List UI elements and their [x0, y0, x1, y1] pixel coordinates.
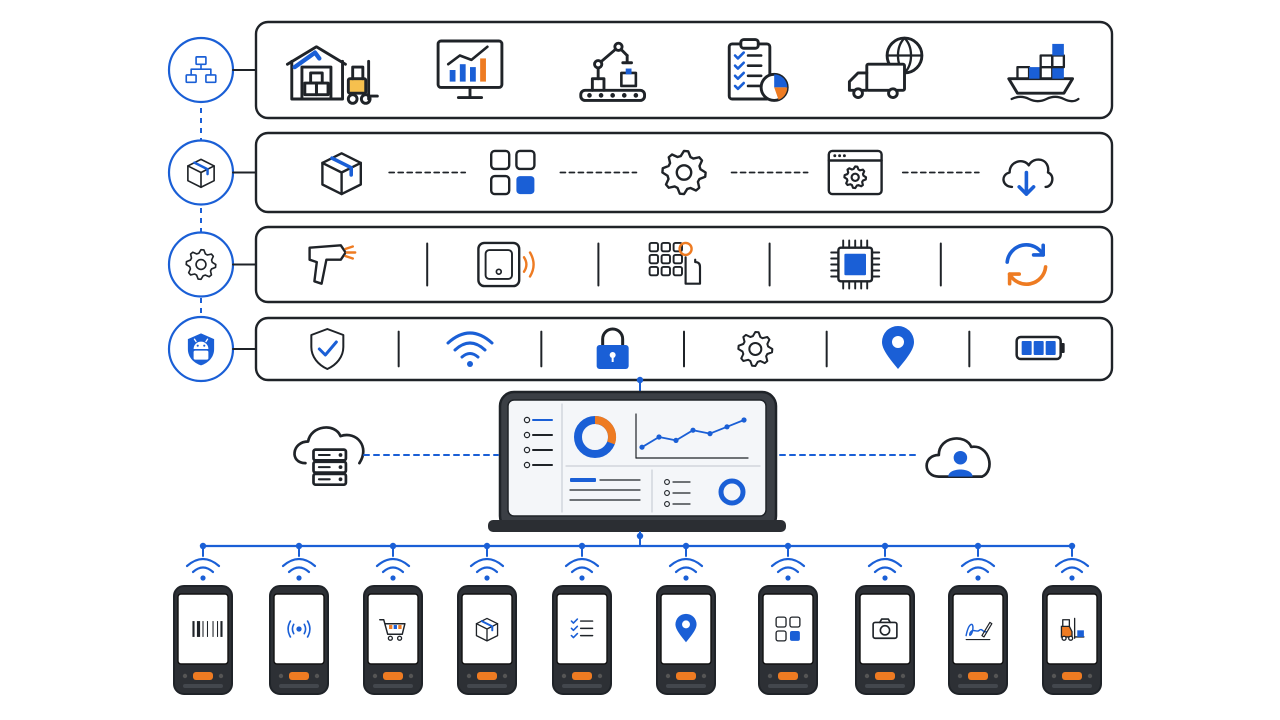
- handheld-device: [1042, 542, 1102, 695]
- handheld-device: [363, 542, 423, 695]
- checklist-clipboard-icon: [727, 38, 789, 102]
- gear-icon: [185, 248, 217, 281]
- browser-settings-icon: [827, 149, 883, 196]
- scan-button: [968, 672, 988, 680]
- scan-button: [572, 672, 592, 680]
- android-shield-icon: [187, 333, 215, 366]
- hub-section: [293, 376, 991, 532]
- handheld-device: [173, 542, 233, 695]
- location-pin-icon: [882, 326, 914, 369]
- signature-icon: [965, 621, 993, 641]
- wifi-signal-icon: [770, 557, 806, 581]
- handheld-screen: [952, 593, 1004, 665]
- handheld-device: [656, 542, 716, 695]
- scan-button: [383, 672, 403, 680]
- scan-button: [778, 672, 798, 680]
- barcode-scanner-icon: [308, 244, 357, 285]
- wifi-signal-icon: [867, 557, 903, 581]
- forklift-icon: [1060, 617, 1085, 641]
- wifi-signal-icon: [375, 557, 411, 581]
- app-grid-icon: [775, 616, 801, 642]
- wifi-signal-icon: [185, 557, 221, 581]
- scan-button: [477, 672, 497, 680]
- barcode-icon: [192, 621, 223, 637]
- wifi-signal-icon: [469, 557, 505, 581]
- handheld-device: [948, 542, 1008, 695]
- user-cloud-icon: [925, 437, 991, 478]
- package-icon: [475, 617, 499, 642]
- scan-button: [676, 672, 696, 680]
- handheld-screen: [367, 593, 419, 665]
- handheld-screen: [762, 593, 814, 665]
- layer-software-services: [167, 131, 1114, 214]
- layer-stack: [167, 20, 1114, 383]
- camera-icon: [872, 618, 898, 640]
- wifi-icon: [446, 331, 494, 367]
- server-cloud-icon: [293, 426, 365, 487]
- analytics-monitor-icon: [436, 39, 504, 100]
- delivery-truck-globe-icon: [847, 36, 924, 100]
- wifi-signal-icon: [960, 557, 996, 581]
- handheld-screen: [1046, 593, 1098, 665]
- package-icon: [321, 152, 362, 196]
- nfc-reader-icon: [477, 241, 535, 288]
- junction-dot: [636, 376, 644, 384]
- layer-panel: [254, 131, 1114, 214]
- line-chart: [635, 413, 749, 459]
- rugged-tablet: [488, 390, 786, 532]
- touch-keypad-icon: [648, 241, 702, 285]
- layer-panel: [254, 225, 1114, 304]
- layer-android-platform: [167, 315, 1114, 383]
- checklist-icon: [570, 618, 594, 639]
- scan-button: [1062, 672, 1082, 680]
- battery-icon: [1015, 335, 1065, 361]
- lock-icon: [596, 327, 629, 369]
- layer-device-capabilities: [167, 225, 1114, 304]
- handheld-fleet: [173, 531, 1102, 695]
- handheld-device: [758, 542, 818, 695]
- wifi-signal-icon: [668, 557, 704, 581]
- network-hierarchy-icon: [185, 56, 217, 84]
- app-grid-icon: [490, 149, 536, 196]
- wifi-signal-icon: [281, 557, 317, 581]
- handheld-device: [457, 542, 517, 695]
- gear-icon: [661, 149, 707, 196]
- donut-chart: [574, 415, 617, 458]
- robotic-arm-conveyor-icon: [579, 41, 647, 102]
- handheld-screen: [859, 593, 911, 665]
- wifi-signal-icon: [564, 557, 600, 581]
- layer-panel: [254, 20, 1114, 120]
- layer-badge: [167, 231, 235, 298]
- scan-button: [193, 672, 213, 680]
- cargo-ship-icon: [1007, 43, 1080, 103]
- package-icon: [187, 158, 215, 189]
- handheld-device: [269, 542, 329, 695]
- sync-icon: [1005, 243, 1048, 286]
- scan-button: [875, 672, 895, 680]
- settings-gear-icon: [737, 331, 774, 367]
- junction-dot: [636, 532, 644, 540]
- layer-applications: [167, 20, 1114, 120]
- handheld-device: [552, 542, 612, 695]
- cloud-download-icon: [1002, 158, 1054, 196]
- location-pin-icon: [675, 613, 697, 643]
- handheld-device: [855, 542, 915, 695]
- nfc-signal-icon: [287, 620, 311, 638]
- warehouse-forklift-icon: [285, 45, 379, 105]
- processor-chip-icon: [830, 239, 881, 290]
- scan-button: [289, 672, 309, 680]
- wifi-signal-icon: [1054, 557, 1090, 581]
- shopping-cart-icon: [379, 619, 406, 641]
- security-shield-icon: [310, 328, 345, 370]
